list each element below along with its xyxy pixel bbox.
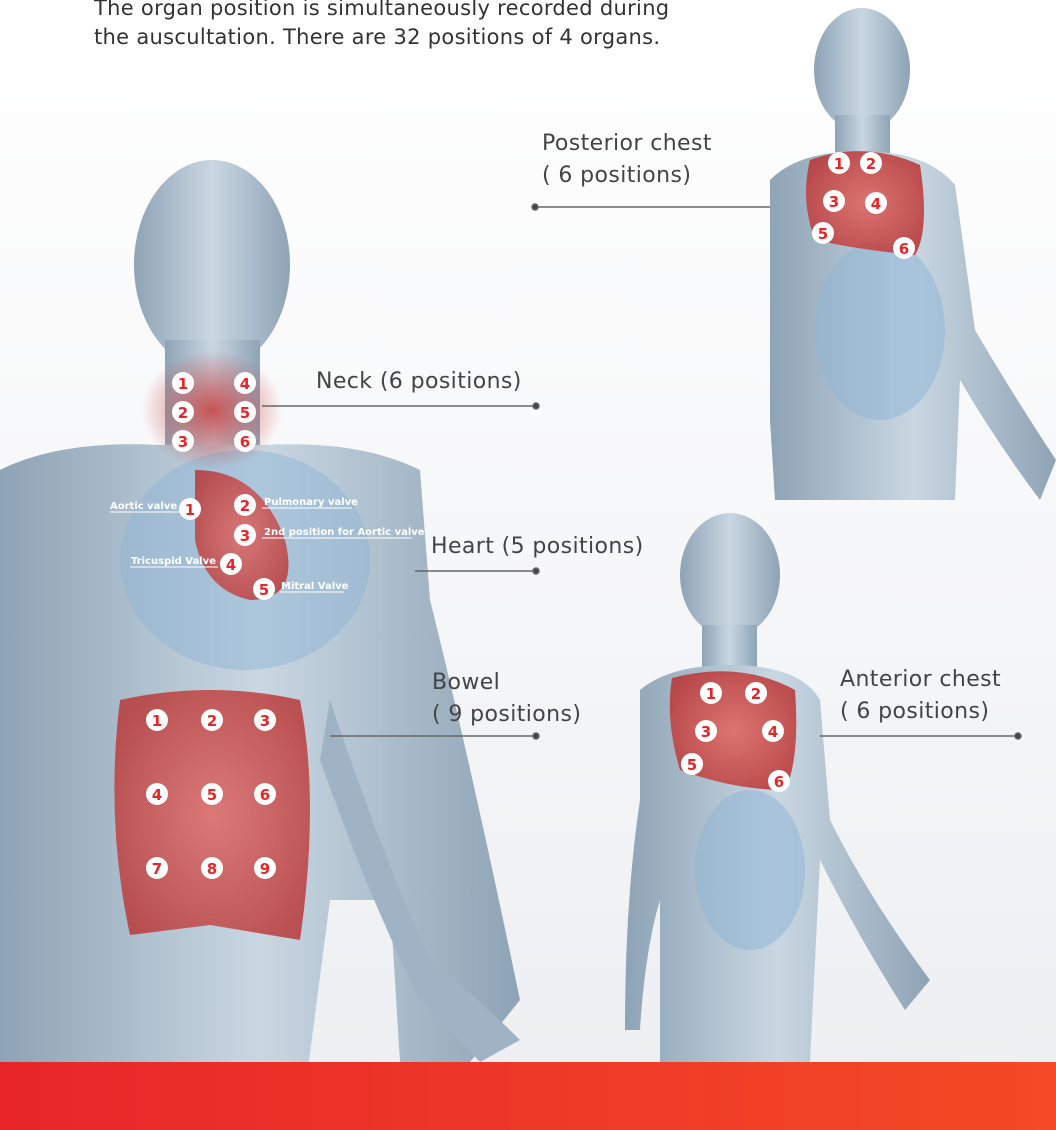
posterior-marker-number: 1 — [834, 155, 844, 173]
anterior-marker-number: 4 — [768, 723, 778, 741]
anterior-marker-number: 5 — [687, 756, 697, 774]
aortic2-label: 2nd position for Aortic valve — [264, 527, 425, 538]
neck-marker-number: 1 — [178, 375, 188, 393]
posterior-marker-number: 6 — [899, 240, 909, 258]
heart-marker-number: 4 — [226, 556, 236, 574]
neck-marker-number: 5 — [240, 404, 250, 422]
anterior-marker-number: 2 — [751, 685, 761, 703]
neck-marker-number: 2 — [178, 404, 188, 422]
bowel-marker-number: 9 — [260, 860, 270, 878]
bowel-marker-number: 4 — [152, 786, 162, 804]
posterior-marker-number: 2 — [866, 155, 876, 173]
neck-label: Neck (6 positions) — [316, 366, 522, 398]
neck-marker-number: 4 — [240, 375, 250, 393]
anterior-marker-number: 6 — [774, 773, 784, 791]
bowel-marker-number: 6 — [260, 786, 270, 804]
mitral-label: Mitral Valve — [281, 581, 349, 592]
main-figure — [0, 160, 520, 1130]
heart-marker-number: 1 — [185, 501, 195, 519]
posterior-chest-label: Posterior chest( 6 positions) — [542, 128, 712, 192]
heart-marker-number: 5 — [259, 581, 269, 599]
heart-label: Heart (5 positions) — [431, 531, 644, 563]
posterior-marker-number: 3 — [829, 193, 839, 211]
anterior-marker-number: 3 — [701, 723, 711, 741]
anterior-marker-number: 1 — [706, 685, 716, 703]
bowel-marker-number: 5 — [207, 786, 217, 804]
heart-marker-number: 3 — [240, 527, 250, 545]
heart-marker-number: 2 — [240, 497, 250, 515]
pulmonary-valve-label: Pulmonary valve — [264, 497, 358, 508]
aortic-valve-label: Aortic valve — [110, 501, 177, 512]
bowel-marker-number: 1 — [152, 712, 162, 730]
bottom-accent-bar — [0, 1062, 1056, 1130]
bowel-label: Bowel( 9 positions) — [432, 667, 581, 731]
bowel-marker-number: 3 — [260, 712, 270, 730]
posterior-marker-number: 5 — [818, 225, 828, 243]
neck-marker-number: 3 — [178, 433, 188, 451]
bowel-marker-number: 8 — [207, 860, 217, 878]
bowel-marker-number: 7 — [152, 860, 162, 878]
tricuspid-label: Tricuspid Valve — [131, 556, 216, 567]
bowel-marker-number: 2 — [207, 712, 217, 730]
anterior-chest-label: Anterior chest( 6 positions) — [840, 664, 1001, 728]
posterior-marker-number: 4 — [871, 195, 881, 213]
neck-region — [142, 350, 282, 470]
neck-marker-number: 6 — [240, 433, 250, 451]
